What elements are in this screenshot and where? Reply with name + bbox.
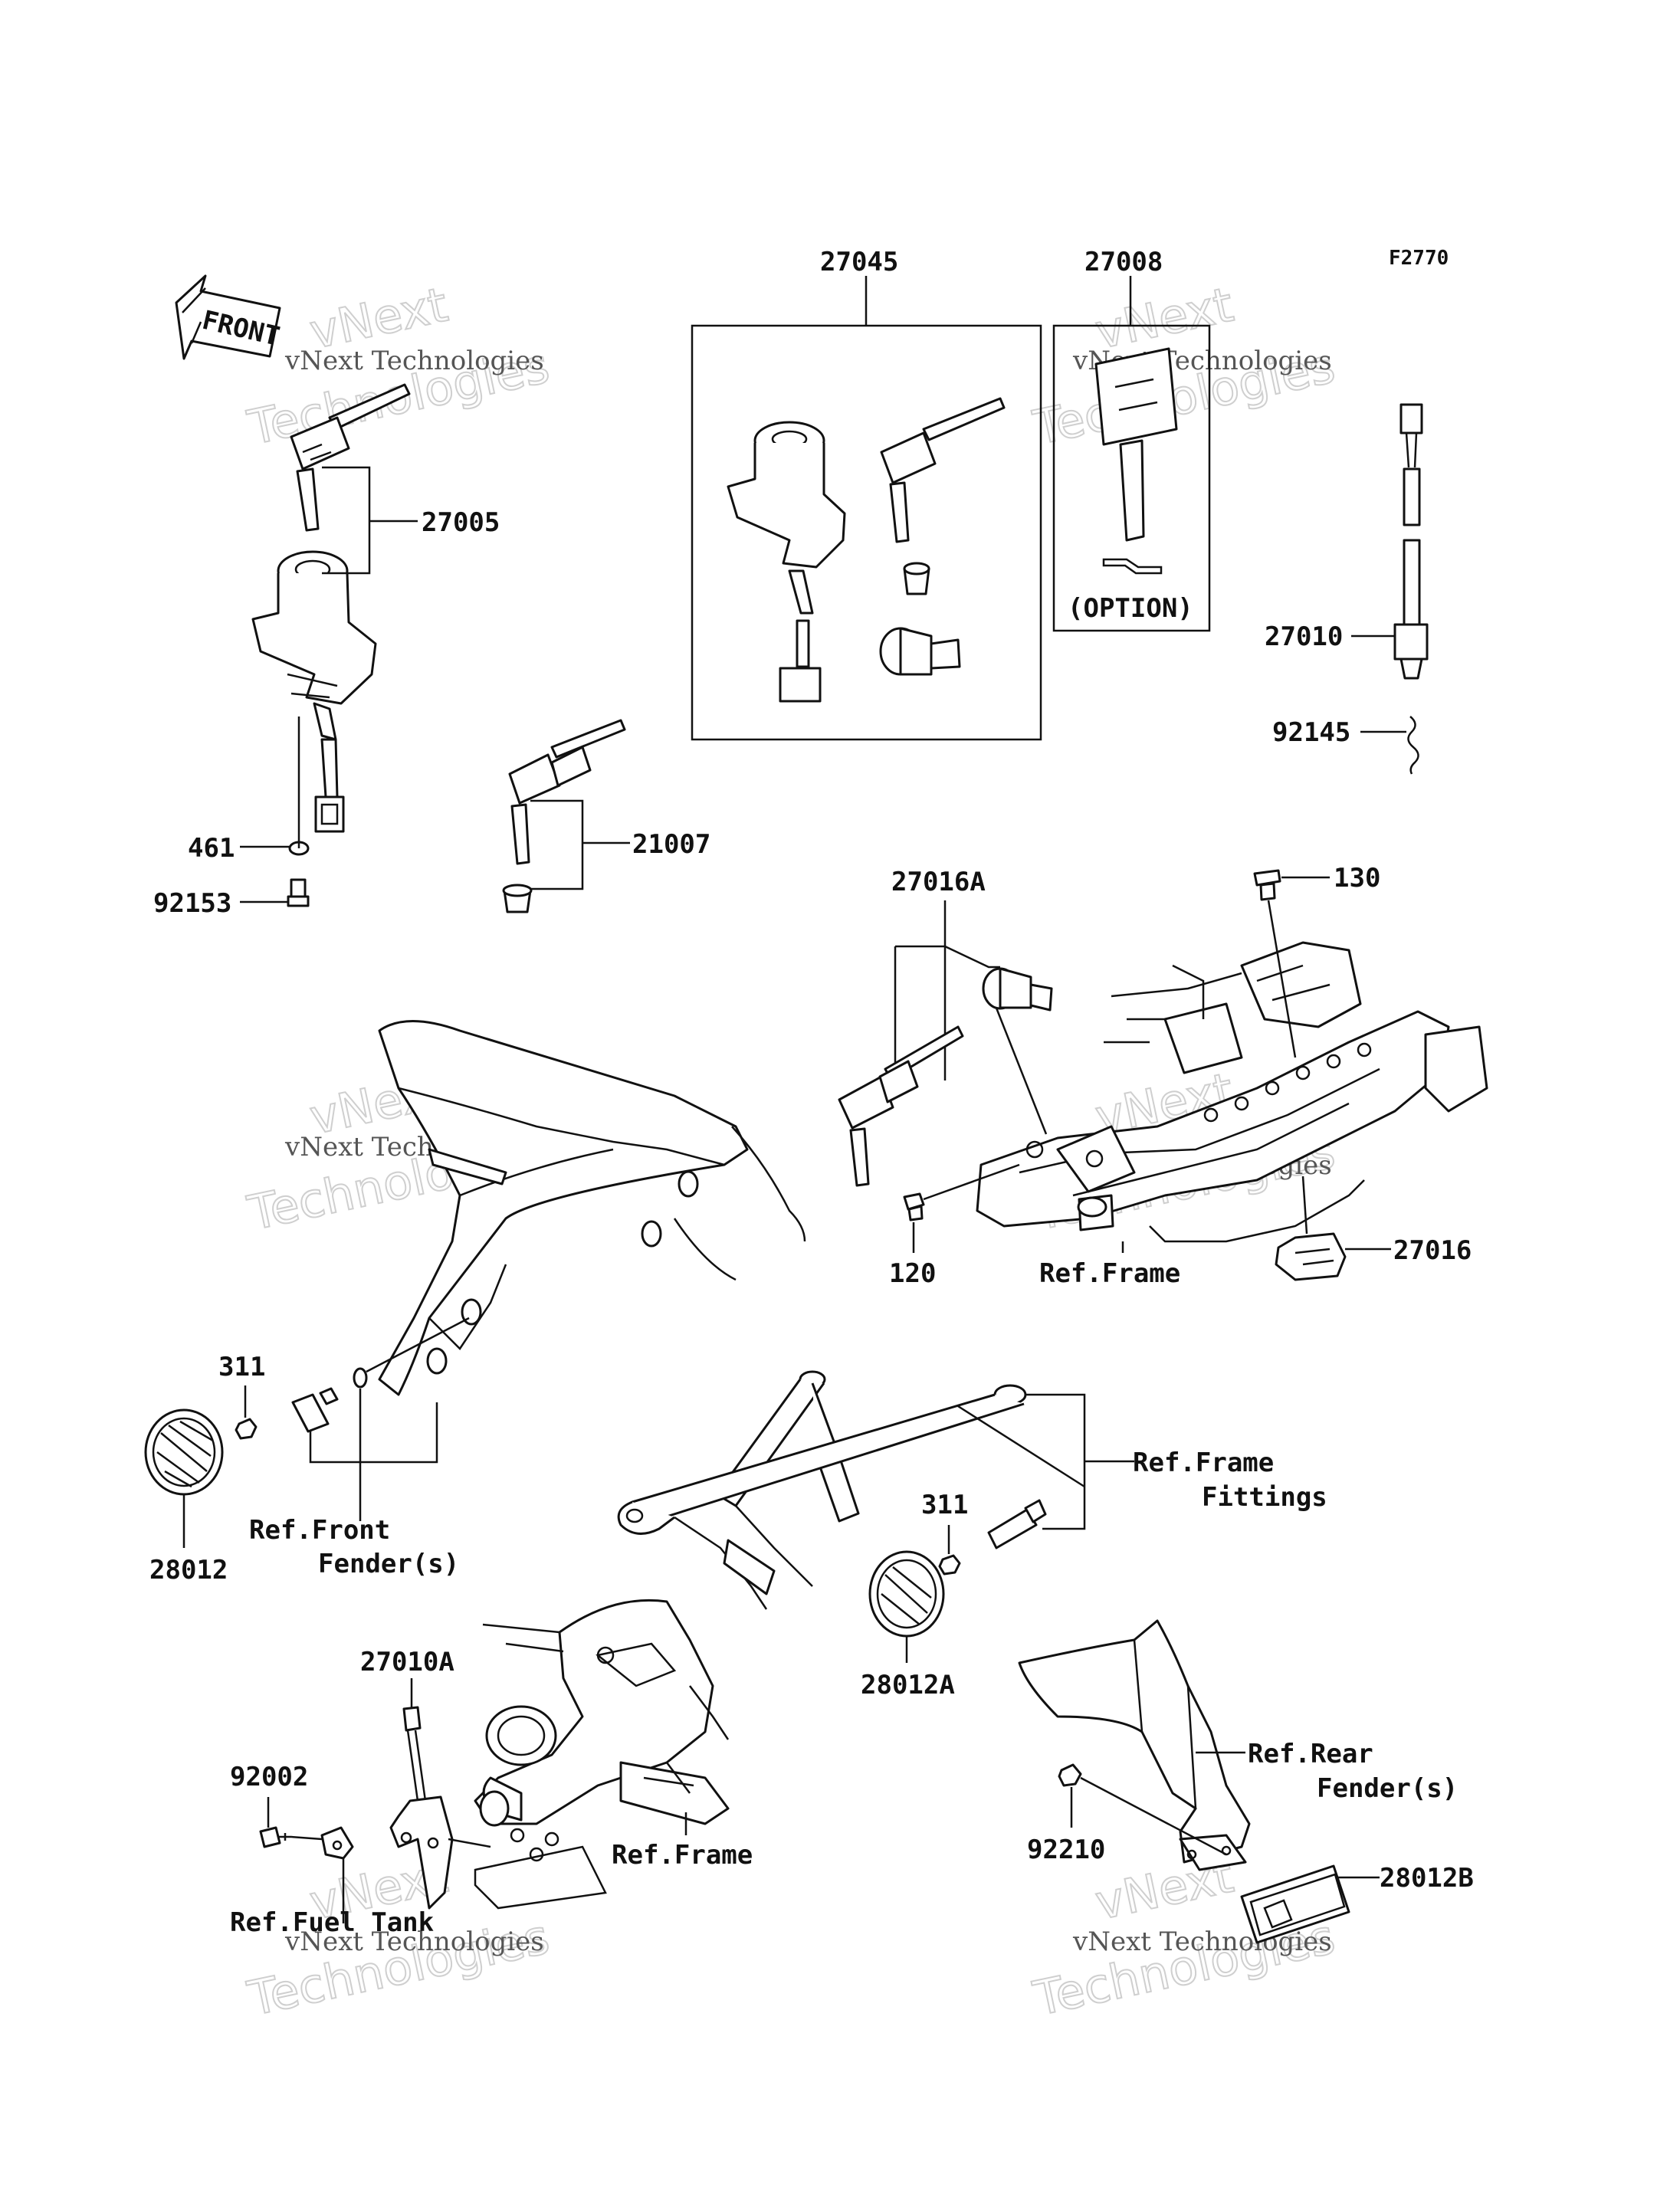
small-cylinder-kit-icon — [903, 562, 930, 595]
leader-ref-frame-fittings — [957, 1393, 1134, 1530]
nut-311a-icon — [235, 1418, 258, 1440]
note-ref-rear-fender-2: Fender(s) — [1317, 1773, 1458, 1804]
svg-text:vNext Technologies: vNext Technologies — [284, 1926, 544, 1957]
callout-92145: 92145 — [1272, 717, 1350, 748]
callout-27010: 27010 — [1265, 621, 1343, 652]
callout-92153: 92153 — [153, 888, 231, 919]
callout-27008: 27008 — [1084, 247, 1163, 277]
frame-upper-right-icon — [976, 941, 1488, 1243]
front-arrow-icon: FRONT — [175, 274, 283, 360]
note-ref-front-fender-2: Fender(s) — [318, 1549, 459, 1579]
callout-27045: 27045 — [820, 247, 898, 277]
callout-130: 130 — [1334, 863, 1380, 894]
callout-92002: 92002 — [230, 1762, 308, 1792]
callout-311b: 311 — [921, 1490, 968, 1520]
leader-27005 — [322, 466, 418, 575]
note-ref-rear-fender-1: Ref.Rear — [1248, 1739, 1373, 1769]
bolt-120-icon — [903, 1192, 925, 1221]
seat-lock-kit-icon — [879, 627, 961, 676]
clamp-icon — [320, 1826, 354, 1860]
leader-fender — [309, 1317, 470, 1521]
switch-27010-icon — [1393, 403, 1429, 680]
callout-27016A: 27016A — [891, 867, 986, 897]
seat-lock-bracket-27016-icon — [1275, 1176, 1347, 1281]
bolt-92002-icon — [259, 1826, 291, 1848]
seat-lock-27016A-icon — [982, 967, 1053, 1012]
ignition-switch-left-icon — [251, 550, 377, 833]
reflector-28012-icon — [144, 1408, 224, 1496]
lock-cylinder-21007-icon — [502, 884, 533, 913]
watermark-top-left: Technologies vNext vNext Technologies — [242, 276, 555, 457]
note-ref-front-fender-1: Ref.Front — [249, 1515, 390, 1546]
option-key-27008-icon — [1094, 347, 1178, 575]
reflector-28012B-icon — [1240, 1864, 1350, 1944]
bolt-fittings-icon — [987, 1499, 1047, 1549]
side-stand-switch-27010A-icon — [389, 1706, 491, 1910]
key-27016A-icon — [838, 1025, 964, 1187]
note-ref-frame-1: Ref.Frame — [1039, 1258, 1180, 1289]
frame-fittings-icon — [617, 1370, 1027, 1610]
rear-fender-icon — [1018, 1619, 1251, 1871]
spacer-icon — [291, 1387, 339, 1433]
note-ref-frame-fittings-2: Fittings — [1202, 1482, 1327, 1513]
spring-92145-icon — [1407, 716, 1419, 775]
callout-28012A: 28012A — [861, 1670, 955, 1700]
callout-461: 461 — [188, 833, 235, 864]
watermark-bottom-right: Technologies vNext vNext Technologies — [1028, 1847, 1340, 2028]
watermark-top-right: Technologies vNext vNext Technologies — [1028, 276, 1340, 457]
bolt-92153-icon — [287, 878, 310, 907]
callout-27016: 27016 — [1393, 1235, 1472, 1266]
callout-92210: 92210 — [1027, 1835, 1105, 1865]
option-note: (OPTION) — [1068, 593, 1193, 624]
leader-130 — [1267, 876, 1330, 1058]
note-ref-frame-2: Ref.Frame — [612, 1840, 753, 1871]
frame-lower-icon — [474, 1599, 730, 1910]
ignition-switch-kit-icon — [727, 421, 846, 703]
callout-28012B: 28012B — [1380, 1863, 1474, 1894]
svg-text:vNext Technologies: vNext Technologies — [284, 346, 544, 376]
figure-code: F2770 — [1389, 247, 1449, 270]
bolt-130-icon — [1253, 869, 1281, 901]
callout-27005: 27005 — [422, 507, 500, 538]
callout-120: 120 — [889, 1258, 936, 1289]
note-ref-fuel-tank: Ref.Fuel Tank — [230, 1907, 434, 1938]
callout-27010A: 27010A — [360, 1647, 454, 1677]
callout-28012: 28012 — [149, 1555, 228, 1585]
leader-92002 — [267, 1797, 345, 1923]
leader-21007 — [530, 799, 630, 890]
callout-311a: 311 — [218, 1352, 265, 1382]
option-box-27008 — [1052, 324, 1211, 632]
callout-21007: 21007 — [632, 829, 710, 860]
nut-92210-icon — [1058, 1763, 1082, 1787]
reflector-28012A-icon — [868, 1550, 945, 1638]
washer-fender-icon — [353, 1367, 368, 1389]
nut-311b-icon — [938, 1554, 961, 1576]
key-kit-icon — [880, 397, 1006, 543]
note-ref-frame-fittings-1: Ref.Frame — [1133, 1448, 1274, 1478]
leader-120 — [912, 1163, 1020, 1253]
leader-461 — [240, 716, 300, 848]
ignition-key-left-icon — [290, 383, 411, 532]
key-blank-21007-icon — [508, 719, 626, 865]
leader-92210 — [1070, 1776, 1227, 1856]
front-fender-icon — [378, 1020, 806, 1396]
kit-box-27045 — [691, 324, 1042, 741]
